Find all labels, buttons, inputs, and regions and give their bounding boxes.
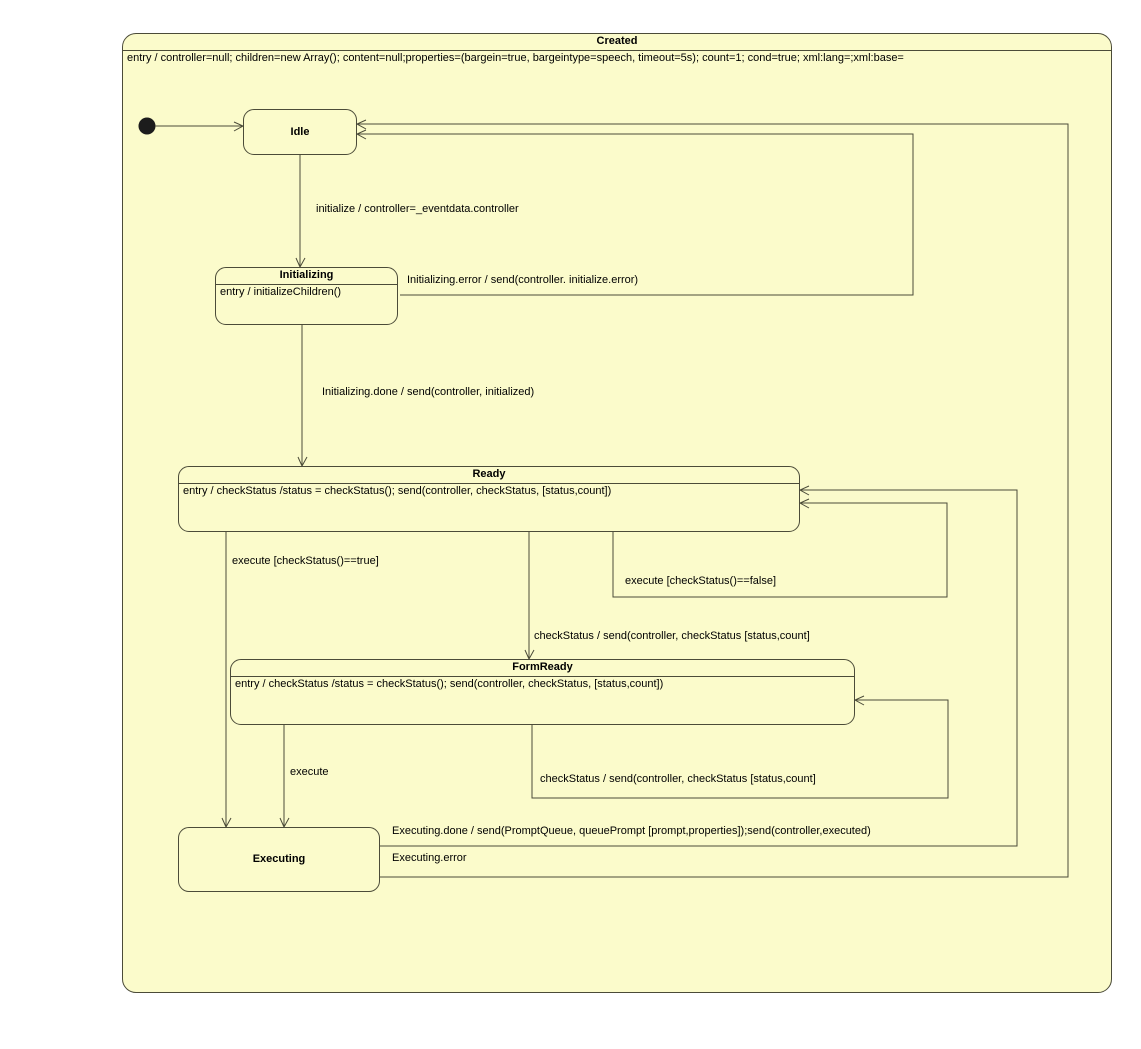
state-idle: Idle [243, 109, 357, 155]
label-formready-check-status: checkStatus / send(controller, checkStat… [540, 773, 816, 785]
state-created-entry-action: entry / controller=null; children=new Ar… [127, 52, 904, 64]
label-execute-true: execute [checkStatus()==true] [232, 555, 379, 567]
label-initialize: initialize / controller=_eventdata.contr… [316, 203, 519, 215]
state-ready-entry-action: entry / checkStatus /status = checkStatu… [183, 485, 612, 497]
state-initializing-title: Initializing [279, 269, 334, 281]
label-ready-check-status: checkStatus / send(controller, checkStat… [534, 630, 810, 642]
state-executing-title: Executing [252, 853, 306, 865]
state-executing: Executing [178, 827, 380, 892]
label-initializing-done: Initializing.done / send(controller, ini… [322, 386, 535, 398]
label-executing-done: Executing.done / send(PromptQueue, queue… [392, 825, 871, 837]
label-executing-error: Executing.error [392, 852, 467, 864]
state-created-title: Created [596, 35, 638, 47]
state-formready-title: FormReady [512, 661, 573, 673]
label-execute-false: execute [checkStatus()==false] [625, 575, 777, 587]
state-formready-entry-action: entry / checkStatus /status = checkStatu… [235, 678, 664, 690]
state-initializing-entry-action: entry / initializeChildren() [220, 286, 342, 298]
state-ready: Ready entry / checkStatus /status = chec… [178, 466, 800, 532]
state-initializing-divider [216, 284, 397, 285]
state-initializing: Initializing entry / initializeChildren(… [215, 267, 398, 325]
state-created-divider [123, 50, 1111, 51]
label-initializing-error: Initializing.error / send(controller. in… [407, 274, 639, 286]
state-idle-title: Idle [290, 125, 310, 138]
label-execute: execute [290, 766, 329, 778]
state-formready: FormReady entry / checkStatus /status = … [230, 659, 855, 725]
state-ready-title: Ready [472, 468, 506, 480]
